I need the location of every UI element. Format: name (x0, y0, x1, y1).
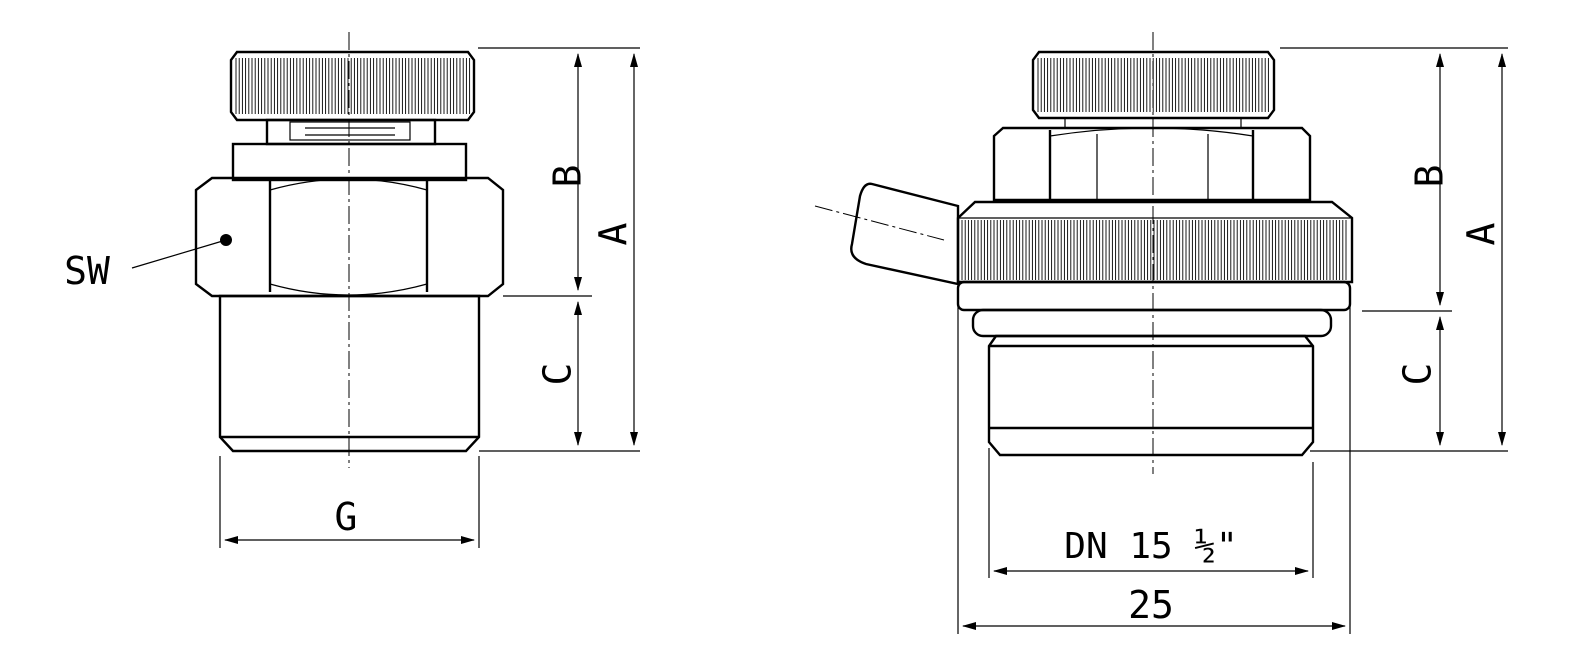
right-shoulder (971, 308, 1333, 338)
lever (850, 182, 960, 286)
right-c-label: C (1396, 363, 1440, 386)
right-thread (987, 334, 1315, 457)
right-flange (956, 280, 1352, 312)
dn-label: DN 15 ½" (1064, 526, 1237, 567)
right-a-label: A (1460, 222, 1504, 245)
left-knurled-cap (229, 50, 476, 122)
width-label: 25 (1128, 583, 1174, 627)
left-c-label: C (536, 363, 580, 386)
right-hex-body (992, 126, 1312, 202)
left-b-label: B (546, 165, 590, 188)
lever-axis-line (814, 205, 945, 241)
g-label: G (335, 495, 358, 539)
right-knurled-cap (1031, 50, 1276, 120)
right-view: B A C DN 15 ½" 25 (814, 32, 1508, 634)
sw-label: SW (64, 249, 110, 293)
left-thread (218, 294, 481, 453)
left-view: SW G B A C (64, 32, 640, 548)
left-neck (265, 118, 437, 146)
sw-leader (131, 234, 232, 269)
right-b-label: B (1408, 165, 1452, 188)
left-a-label: A (592, 222, 636, 245)
right-knurled-ring (956, 200, 1354, 284)
